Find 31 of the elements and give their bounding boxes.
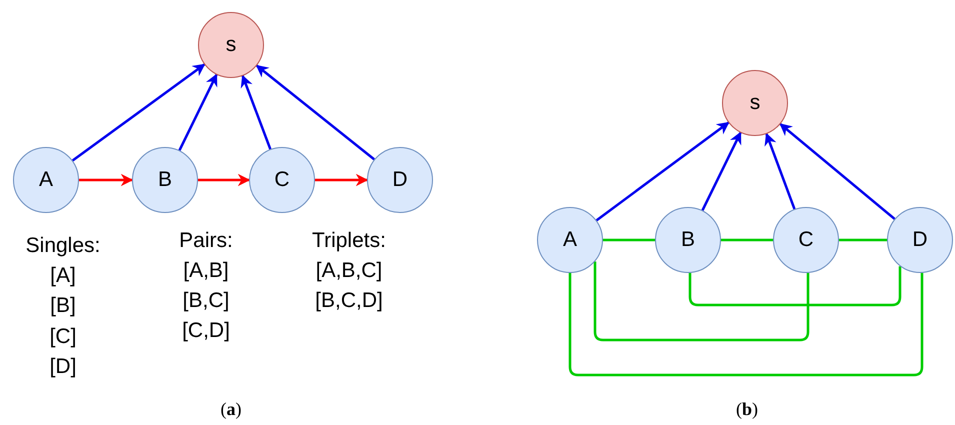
connector-line	[568, 272, 924, 376]
connector-line	[839, 238, 887, 242]
connector-line	[594, 262, 810, 342]
list-label: [A,B,C]	[316, 260, 382, 281]
panel-caption: (b)	[736, 400, 758, 418]
list-label: [D]	[50, 356, 76, 377]
list-label: Pairs:	[179, 230, 233, 251]
arrow	[764, 132, 796, 210]
list-label: [C]	[50, 326, 76, 347]
arrow	[79, 174, 134, 186]
connector-line	[688, 266, 902, 306]
arrow	[72, 63, 206, 162]
arrow	[240, 74, 272, 150]
arrow	[596, 122, 730, 222]
list-label: Singles:	[26, 235, 100, 256]
list-label: [B,C,D]	[315, 290, 383, 311]
arrow	[256, 64, 375, 160]
arrow	[701, 132, 742, 211]
list-label: [A,B]	[183, 260, 229, 281]
list-label: [A]	[50, 265, 76, 286]
arrow	[198, 174, 250, 186]
list-label: Triplets:	[312, 230, 386, 251]
list-label: [B]	[50, 295, 76, 316]
arrow	[178, 74, 218, 151]
connector-line	[721, 238, 773, 242]
panel-caption: (a)	[220, 400, 242, 418]
arrow	[315, 174, 368, 186]
list-label: [C,D]	[182, 320, 230, 341]
list-label: [B,C]	[182, 290, 230, 311]
arrow	[779, 123, 896, 220]
connector-line	[603, 238, 655, 242]
